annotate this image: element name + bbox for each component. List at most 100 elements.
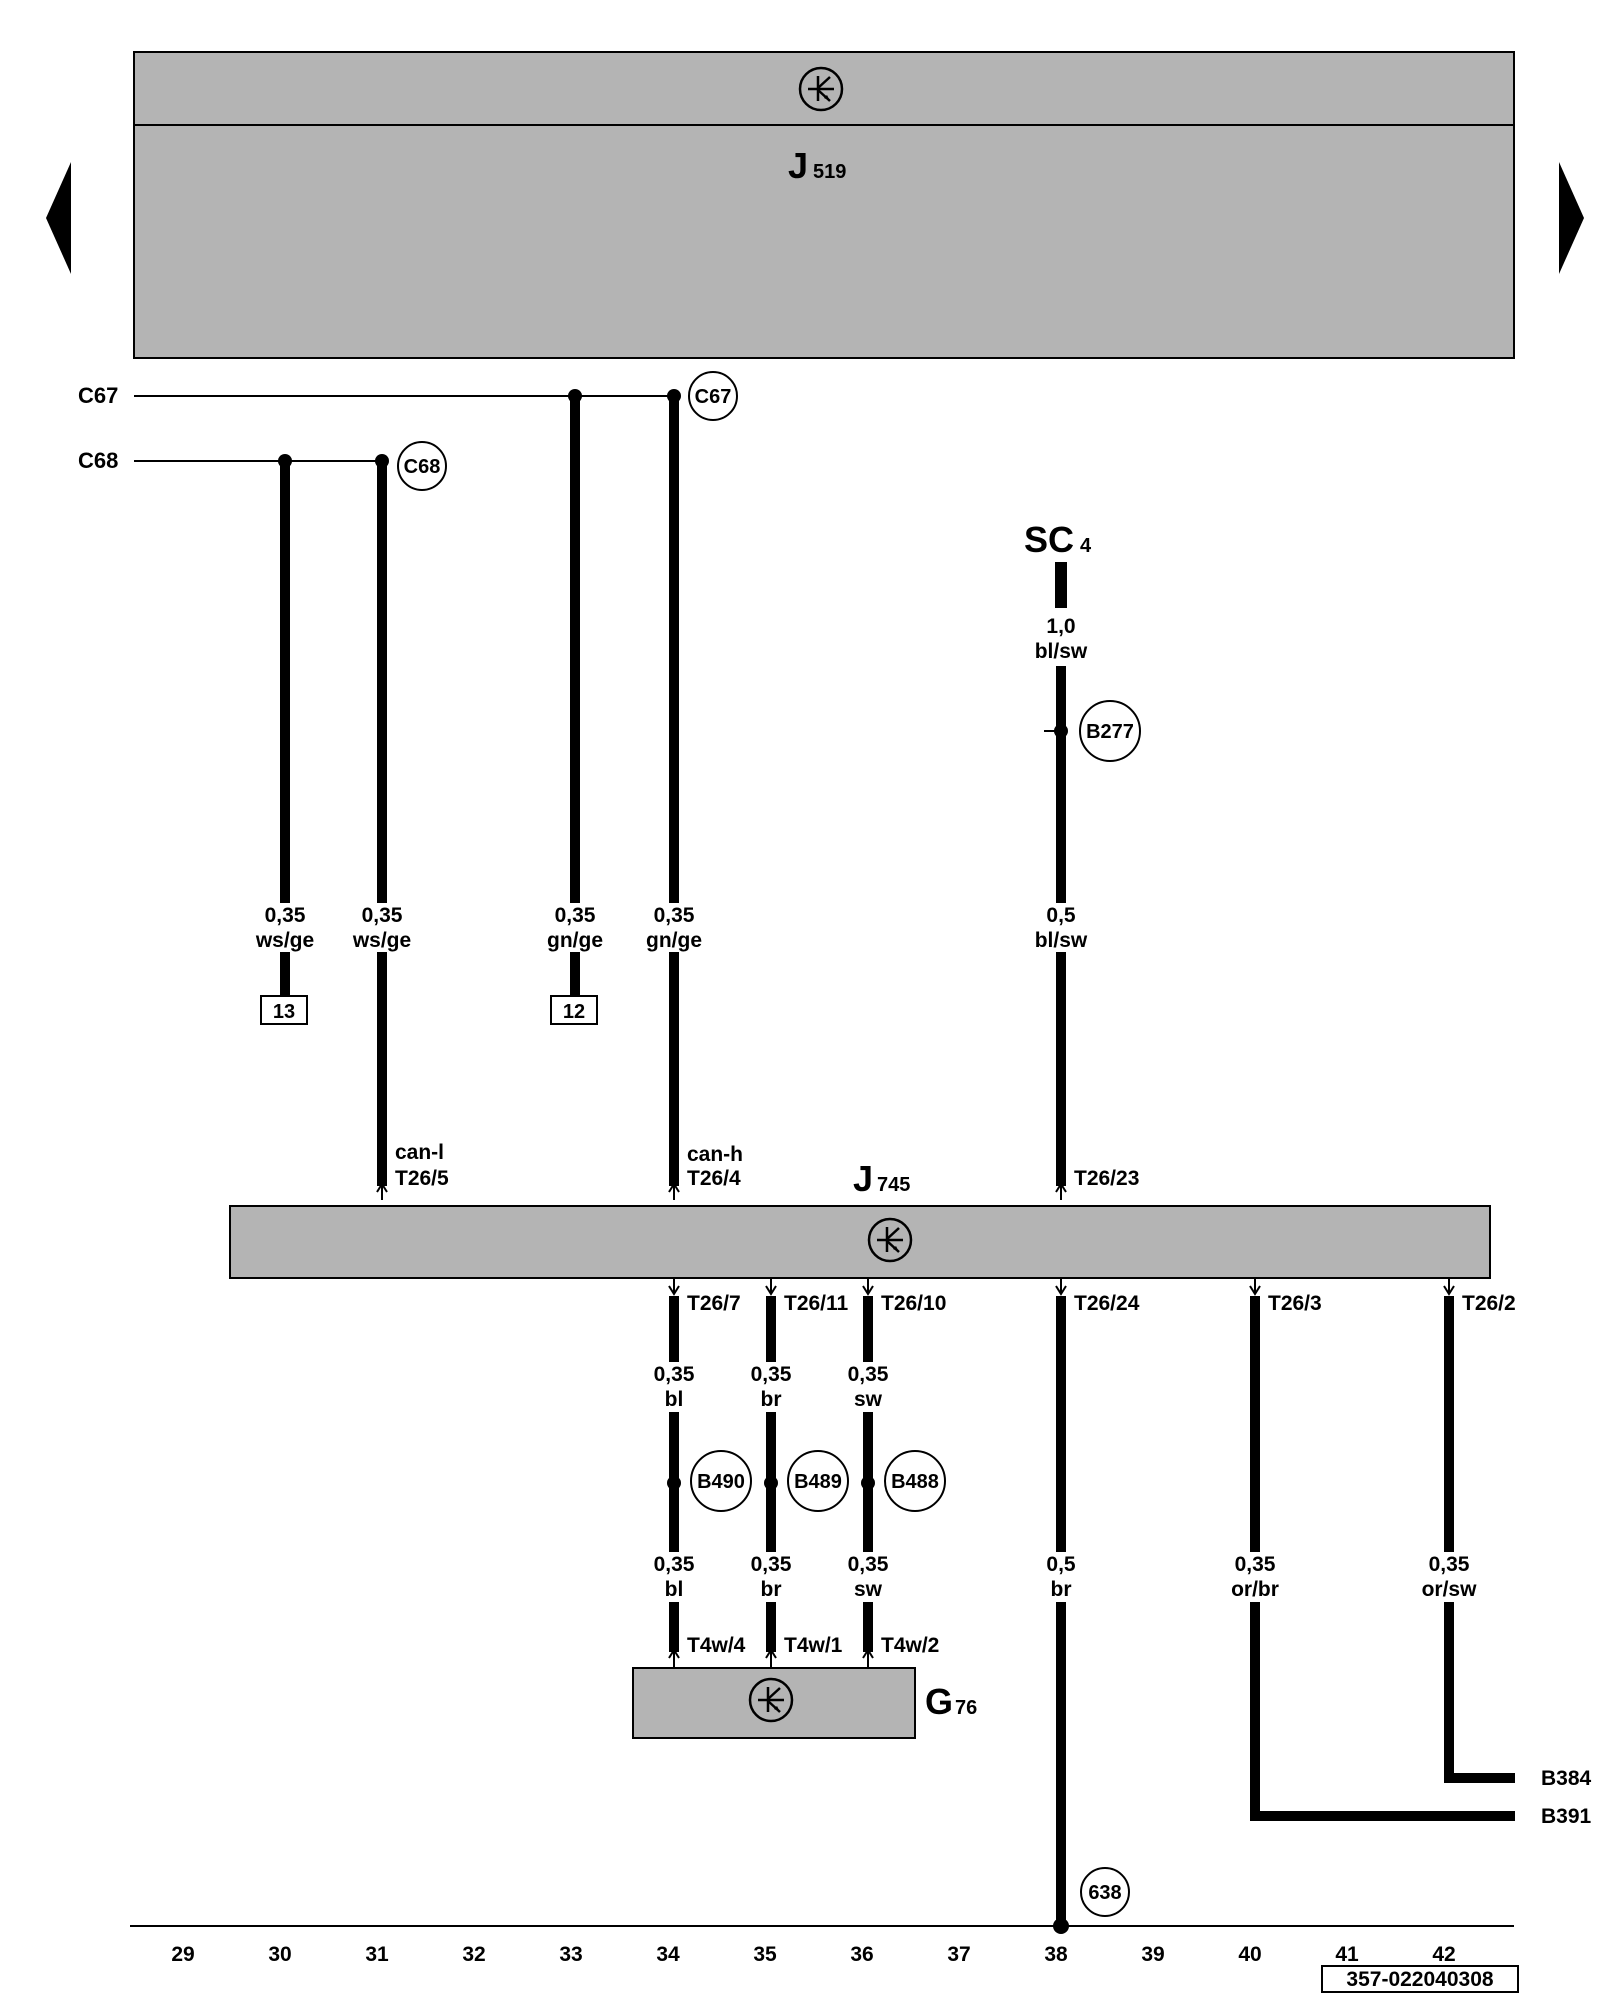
ground-point-638: 638	[1080, 1867, 1130, 1917]
wire-col30: 0,35 ws/ge 13	[255, 461, 314, 1025]
svg-text:bl/sw: bl/sw	[1035, 929, 1088, 952]
connection-b384: B384	[1541, 1767, 1592, 1790]
column-number: 40	[1238, 1943, 1261, 1966]
connection-b490: B490	[690, 1450, 752, 1512]
next-page-arrow-icon[interactable]	[1559, 162, 1584, 274]
wire-col38-top: SC 4 1,0 bl/sw B277 0,5 bl/sw T26/23	[1024, 519, 1141, 1200]
wire-col42: T26/2 0,35 or/sw B384	[1422, 1278, 1592, 1790]
svg-text:br: br	[761, 1578, 782, 1601]
svg-text:or/br: or/br	[1231, 1578, 1279, 1601]
diagram-code: 357-022040308	[1346, 1968, 1493, 1991]
wire-col35-bottom: T26/11 0,35 br 0,35 br T4w/1	[751, 1278, 849, 1668]
svg-text:T4w/1: T4w/1	[784, 1634, 843, 1657]
g76-number: 76	[955, 1697, 977, 1719]
wire-col31: 0,35 ws/ge can-l T26/5	[352, 461, 449, 1200]
svg-text:0,35: 0,35	[1235, 1553, 1276, 1576]
svg-text:T26/24: T26/24	[1074, 1292, 1140, 1315]
wire-col34: 0,35 gn/ge can-h T26/4	[646, 396, 743, 1200]
connection-b277: B277	[1079, 700, 1141, 762]
module-g76: G 76	[632, 1667, 977, 1739]
svg-text:sw: sw	[854, 1578, 883, 1601]
svg-text:T26/4: T26/4	[687, 1167, 741, 1190]
svg-text:0,35: 0,35	[751, 1363, 792, 1386]
svg-text:C68: C68	[404, 456, 441, 478]
connection-b488: B488	[884, 1450, 946, 1512]
module-j519: J 519	[133, 51, 1515, 359]
bus-lines: C67 C68 C67 C68	[78, 371, 738, 491]
svg-text:T26/2: T26/2	[1462, 1292, 1516, 1315]
svg-text:0,35: 0,35	[362, 904, 403, 927]
prev-page-arrow-icon[interactable]	[46, 162, 71, 274]
svg-text:T4w/4: T4w/4	[687, 1634, 746, 1657]
svg-text:0,35: 0,35	[751, 1553, 792, 1576]
bus-c68-label: C68	[78, 448, 118, 473]
svg-text:T26/3: T26/3	[1268, 1292, 1322, 1315]
svg-text:0,35: 0,35	[654, 904, 695, 927]
tag-c67: C67	[688, 371, 738, 421]
svg-text:B489: B489	[794, 1471, 842, 1493]
svg-text:sw: sw	[854, 1388, 883, 1411]
svg-text:T4w/2: T4w/2	[881, 1634, 939, 1657]
wire-col36-bottom: T26/10 0,35 sw 0,35 sw T4w/2	[848, 1278, 946, 1668]
svg-text:0,35: 0,35	[848, 1553, 889, 1576]
column-number: 29	[171, 1943, 194, 1966]
connection-b391: B391	[1541, 1805, 1592, 1828]
wire-col33: 0,35 gn/ge 12	[547, 396, 603, 1025]
svg-text:or/sw: or/sw	[1422, 1578, 1478, 1601]
svg-text:638: 638	[1088, 1882, 1121, 1904]
box-12: 12	[563, 1001, 585, 1023]
svg-text:bl/sw: bl/sw	[1035, 640, 1088, 663]
svg-text:0,35: 0,35	[654, 1363, 695, 1386]
wire-col38-bottom: T26/24 0,5 br 638	[1046, 1278, 1140, 1934]
column-number: 34	[656, 1943, 680, 1966]
column-number: 32	[462, 1943, 485, 1966]
wire-col40: T26/3 0,35 or/br B391	[1231, 1278, 1592, 1828]
svg-text:ws/ge: ws/ge	[255, 929, 314, 952]
column-number: 30	[268, 1943, 291, 1966]
svg-text:1,0: 1,0	[1046, 615, 1075, 638]
j745-letter: J	[853, 1158, 873, 1199]
j519-number: 519	[813, 161, 846, 183]
svg-text:C67: C67	[695, 386, 732, 408]
column-number: 35	[753, 1943, 777, 1966]
svg-text:gn/ge: gn/ge	[646, 929, 702, 952]
svg-text:0,35: 0,35	[1429, 1553, 1470, 1576]
wire-col34-bottom: T26/7 0,35 bl 0,35 bl T4w/4	[654, 1278, 746, 1668]
svg-text:can-l: can-l	[395, 1141, 444, 1164]
column-number: 31	[365, 1943, 389, 1966]
svg-text:T26/5: T26/5	[395, 1167, 449, 1190]
svg-text:gn/ge: gn/ge	[547, 929, 603, 952]
svg-text:bl: bl	[665, 1388, 684, 1411]
j519-letter: J	[788, 145, 808, 186]
svg-text:T26/7: T26/7	[687, 1292, 741, 1315]
column-number: 36	[850, 1943, 873, 1966]
svg-text:T26/23: T26/23	[1074, 1167, 1139, 1190]
column-number: 42	[1432, 1943, 1455, 1966]
svg-text:0,35: 0,35	[555, 904, 596, 927]
column-number: 38	[1044, 1943, 1068, 1966]
svg-text:0,35: 0,35	[654, 1553, 695, 1576]
svg-text:B277: B277	[1086, 721, 1134, 743]
bus-c67-label: C67	[78, 383, 118, 408]
svg-text:B490: B490	[697, 1471, 745, 1493]
j745-number: 745	[877, 1174, 910, 1196]
svg-text:br: br	[1051, 1578, 1072, 1601]
svg-text:ws/ge: ws/ge	[352, 929, 411, 952]
svg-text:0,5: 0,5	[1046, 904, 1076, 927]
box-13: 13	[273, 1001, 295, 1023]
tag-c68: C68	[397, 441, 447, 491]
svg-text:T26/11: T26/11	[784, 1292, 849, 1315]
svg-text:bl: bl	[665, 1578, 684, 1601]
column-number: 39	[1141, 1943, 1164, 1966]
svg-text:T26/10: T26/10	[881, 1292, 946, 1315]
sc4-letter: SC	[1024, 519, 1074, 560]
svg-text:0,35: 0,35	[265, 904, 306, 927]
g76-letter: G	[925, 1681, 953, 1722]
svg-text:br: br	[761, 1388, 782, 1411]
diagram-code-box: 357-022040308	[1321, 1965, 1519, 1993]
sc4-number: 4	[1080, 535, 1092, 557]
connection-b489: B489	[787, 1450, 849, 1512]
column-number: 37	[947, 1943, 970, 1966]
